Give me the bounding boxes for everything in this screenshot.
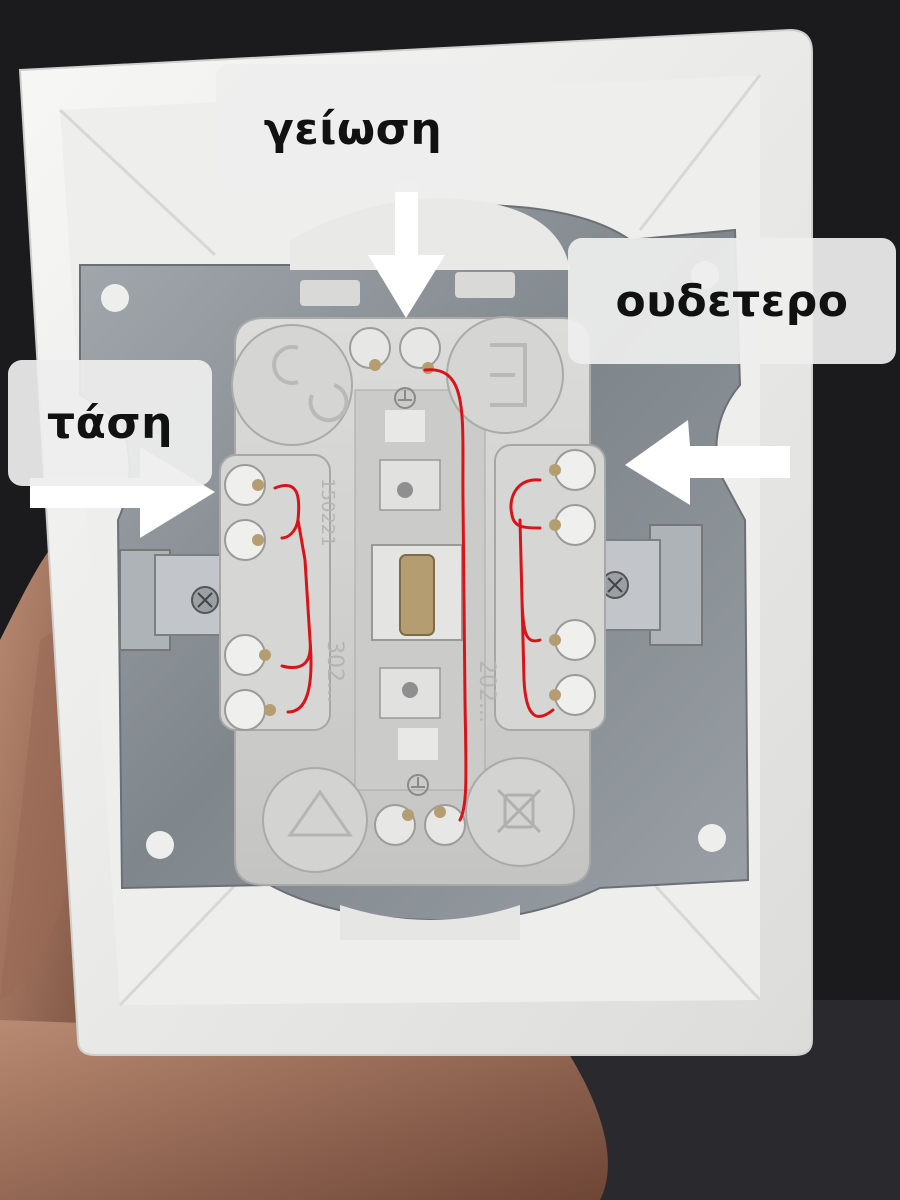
live-label-text: τάση (47, 397, 173, 449)
ce-mark-icon (272, 345, 349, 423)
socket-module (219, 316, 606, 886)
eac-mark-icon (490, 343, 527, 407)
ground-label: γείωση (216, 64, 490, 192)
arrow-icon (625, 420, 790, 505)
right-claw (589, 524, 703, 646)
ground-label-text: γείωση (263, 104, 443, 155)
module-marking-right-bottom: 202... (474, 660, 499, 723)
vde-mark-icon (287, 789, 353, 837)
module-marking-left-top: 150221 (317, 478, 338, 547)
arrow-icon (368, 182, 445, 318)
annotation-wires (273, 368, 555, 822)
left-claw (119, 549, 236, 651)
module-marking-left-bottom: 302... (322, 640, 347, 703)
neutral-label-text: ουδετερο (615, 275, 849, 327)
weee-bin-icon (496, 788, 542, 834)
live-label: τάση (8, 360, 212, 486)
neutral-label: ουδετερο (568, 238, 896, 364)
ground-symbol-icon (394, 387, 429, 796)
